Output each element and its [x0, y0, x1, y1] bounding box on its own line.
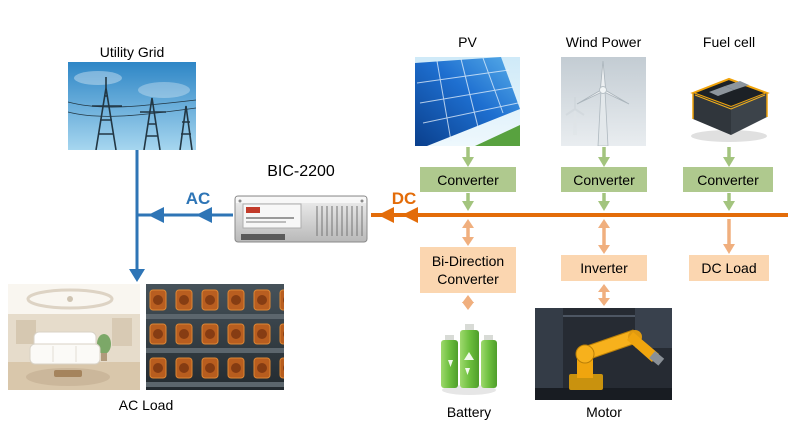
dc-label: DC — [391, 189, 417, 208]
wind-power-image — [561, 57, 646, 146]
battery-image — [436, 312, 502, 396]
dc-load-box: DC Load — [689, 255, 769, 281]
pv-image — [415, 57, 520, 146]
bic-2200-image — [233, 192, 369, 246]
fuel-converter-box: Converter — [683, 167, 773, 192]
bic-2200-label: BIC-2200 — [267, 163, 335, 180]
battery-label: Battery — [446, 404, 492, 420]
utility-grid-label: Utility Grid — [99, 44, 165, 60]
bi-direction-converter-box: Bi-Direction Converter — [420, 247, 516, 293]
ac-line — [138, 207, 233, 223]
wind-converter-box: Converter — [561, 167, 647, 192]
grid-to-acload-arrow — [129, 150, 145, 282]
ac-load-industrial-image — [146, 284, 284, 390]
motor-label: Motor — [586, 404, 622, 420]
ac-load-home-image — [8, 284, 140, 390]
utility-grid-image — [68, 62, 196, 150]
wind-power-label: Wind Power — [565, 34, 642, 50]
fuel-cell-label: Fuel cell — [702, 34, 756, 50]
ac-load-label: AC Load — [118, 397, 174, 413]
pv-converter-box: Converter — [420, 167, 516, 192]
fuel-cell-image — [683, 57, 775, 146]
dc-bus-line — [371, 207, 788, 223]
pv-label: PV — [458, 34, 477, 50]
ac-label: AC — [185, 189, 211, 208]
motor-image — [535, 308, 672, 400]
inverter-box: Inverter — [561, 255, 647, 281]
